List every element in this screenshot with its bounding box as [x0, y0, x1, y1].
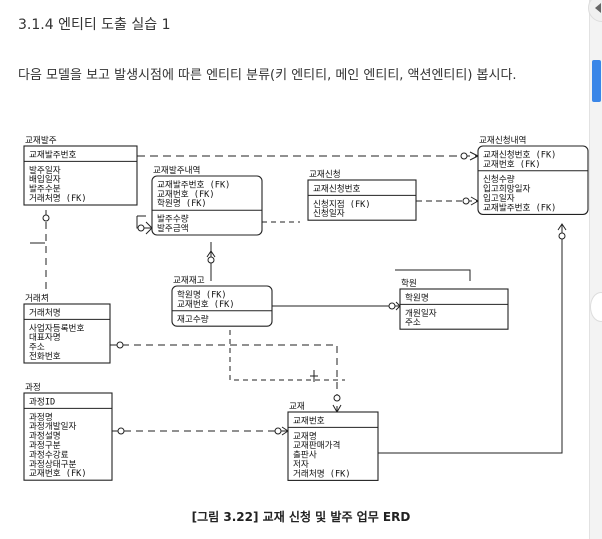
- attribute: 재고수량: [177, 313, 209, 325]
- description-text: 다음 모델을 보고 발생시점에 따른 엔티티 분류(키 엔티티, 메인 엔티티,…: [18, 68, 517, 83]
- rel-textbook-stock: [229, 330, 345, 381]
- entity-box: [399, 288, 509, 330]
- entity-box: [477, 145, 589, 215]
- key-attribute: 교재신청번호: [313, 183, 361, 194]
- attribute: 거래처명 (FK): [293, 468, 351, 479]
- attribute: 입고일자: [483, 193, 515, 204]
- key-attribute: 거래처명: [29, 307, 61, 318]
- key-attribute: 교재발주번호: [29, 149, 77, 160]
- attribute: 출판사: [293, 450, 317, 461]
- attribute: 과정상태구분: [29, 459, 77, 470]
- attribute: 발주수량: [157, 213, 189, 225]
- rel-academy-application: [395, 269, 471, 281]
- attribute: 교재명: [293, 431, 317, 442]
- key-attribute: 교재번호 (FK): [177, 299, 235, 310]
- attribute: 신청수량: [483, 173, 515, 185]
- entity-title: 교재재고: [173, 275, 205, 286]
- entity-box: [287, 411, 379, 481]
- key-attribute: 교재번호 (FK): [483, 159, 541, 170]
- attribute: 과정설명: [29, 431, 61, 442]
- entity-box: [23, 303, 111, 364]
- attribute: 개원일자: [405, 308, 437, 319]
- figure-caption: [그림 3.22] 교재 신청 및 발주 업무 ERD: [191, 510, 411, 524]
- key-attribute: 과정ID: [29, 396, 55, 407]
- attribute: 과정구분: [29, 440, 61, 451]
- entity-title: 교재발주: [25, 135, 57, 146]
- attribute: 발주일자: [29, 165, 61, 176]
- key-attribute: 학원명 (FK): [177, 289, 227, 300]
- key-attribute: 교재신청번호 (FK): [483, 149, 556, 160]
- entity-title: 거래처: [25, 293, 49, 304]
- entity-box: [307, 179, 417, 221]
- attribute: 전화번호: [29, 351, 61, 362]
- key-attribute: 교재발주번호 (FK): [157, 179, 230, 190]
- attribute: 발주수분: [29, 184, 61, 195]
- attribute: 거래처명 (FK): [29, 193, 87, 204]
- attribute: 저자: [293, 459, 309, 470]
- scrollbar[interactable]: [589, 0, 602, 539]
- entity-title: 학원: [401, 278, 417, 289]
- attribute: 신청일자: [313, 208, 345, 219]
- rel-order-order-detail: [136, 215, 152, 229]
- key-attribute: 학원명 (FK): [157, 198, 207, 209]
- key-attribute: 학원명: [405, 292, 429, 303]
- entity-box: [23, 392, 113, 481]
- attribute: 과정수강료: [29, 449, 69, 460]
- attribute: 교재발주번호 (FK): [483, 202, 556, 213]
- attribute: 사업자등록번호: [29, 323, 84, 334]
- section-title: 3.1.4 엔티티 도출 실습 1: [18, 17, 171, 33]
- attribute: 과정개발일자: [29, 421, 77, 432]
- attribute: 입고희망일자: [483, 183, 531, 195]
- attribute: 교재번호 (FK): [29, 468, 87, 479]
- entity-title: 교재신청: [309, 169, 341, 180]
- rel-supplier-textbook: [110, 344, 338, 412]
- entity-title: 교재발주내역: [153, 165, 200, 176]
- entity-box: [151, 175, 263, 236]
- attribute: 신청지점 (FK): [313, 198, 371, 210]
- entity-box: [23, 145, 138, 206]
- entity-box: [171, 285, 273, 327]
- attribute: 대표자명: [29, 332, 61, 343]
- key-attribute: 교재번호: [293, 415, 325, 426]
- attribute: 과정명: [29, 412, 53, 423]
- attribute: 배입일자: [29, 174, 61, 185]
- scrollbar-thumb[interactable]: [592, 60, 601, 102]
- entity-title: 교재신청내역: [479, 135, 526, 146]
- entity-title: 과정: [25, 382, 41, 393]
- rel-textbook-application-detail: [367, 224, 563, 454]
- entity-title: 교재: [289, 401, 305, 412]
- attribute: 주소: [405, 317, 421, 328]
- attribute: 발주금액: [157, 222, 189, 234]
- attribute: 교재판매가격: [293, 439, 340, 451]
- key-attribute: 교재번호 (FK): [157, 189, 215, 200]
- attribute: 주소: [29, 342, 45, 353]
